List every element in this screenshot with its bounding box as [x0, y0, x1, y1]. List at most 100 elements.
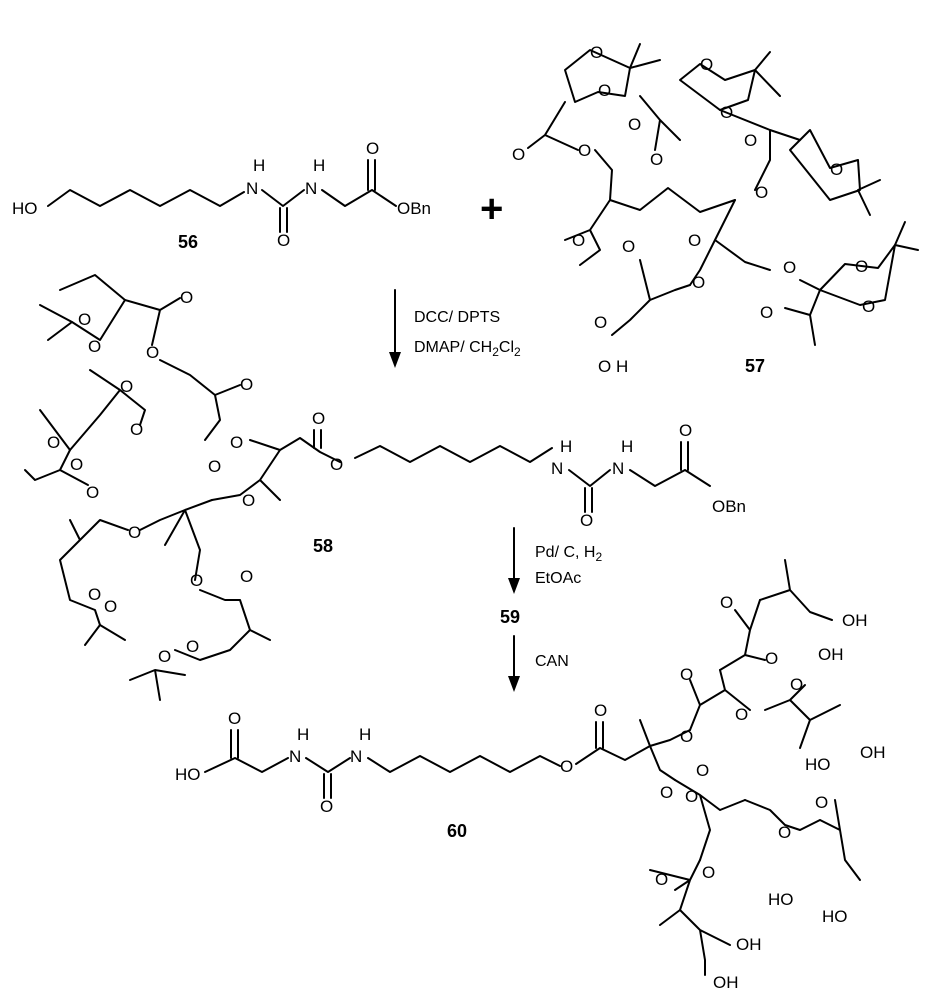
- svg-text:O: O: [572, 231, 585, 250]
- hydroxyl-label: HO: [12, 199, 38, 218]
- urea-h2-label: H: [313, 156, 325, 175]
- step1-reagent-line2: DMAP/ CH2Cl2: [414, 339, 521, 359]
- svg-text:N: N: [350, 747, 362, 766]
- svg-text:OH: OH: [713, 973, 739, 992]
- svg-text:O: O: [760, 303, 773, 322]
- compound-56-number: 56: [178, 232, 198, 252]
- svg-text:O: O: [146, 343, 159, 362]
- svg-text:H: H: [359, 725, 371, 744]
- svg-text:O: O: [47, 433, 60, 452]
- svg-text:O: O: [660, 783, 673, 802]
- svg-text:O: O: [765, 649, 778, 668]
- svg-text:OH: OH: [818, 645, 844, 664]
- urea-o-label: O: [277, 231, 290, 250]
- svg-text:O: O: [594, 701, 607, 720]
- step1-arrow: [389, 289, 401, 368]
- svg-text:O: O: [685, 787, 698, 806]
- svg-text:O: O: [702, 863, 715, 882]
- svg-text:O: O: [830, 160, 843, 179]
- svg-text:O: O: [735, 705, 748, 724]
- svg-text:OH: OH: [736, 935, 762, 954]
- svg-text:H: H: [621, 437, 633, 456]
- svg-text:O: O: [692, 273, 705, 292]
- svg-text:O: O: [242, 491, 255, 510]
- svg-text:O: O: [240, 567, 253, 586]
- linker-ester-o-label: O: [330, 455, 343, 474]
- svg-text:O: O: [104, 597, 117, 616]
- svg-text:O: O: [78, 310, 91, 329]
- svg-text:O: O: [680, 665, 693, 684]
- step1-reagent-line1: DCC/ DPTS: [414, 309, 500, 326]
- svg-text:O: O: [240, 375, 253, 394]
- svg-text:O: O: [88, 585, 101, 604]
- svg-text:HO: HO: [822, 907, 848, 926]
- svg-text:O: O: [120, 377, 133, 396]
- svg-text:HO: HO: [768, 890, 794, 909]
- step2-reagent-line2: EtOAc: [535, 570, 581, 587]
- acid60-label: HO: [175, 765, 201, 784]
- compound-60-structure: HO O N H O N H O O O O O O O O OH O OH H…: [175, 559, 886, 992]
- svg-text:O: O: [755, 183, 768, 202]
- compound-57-structure: O O O O O O O O O O O O O O O O O O O O …: [512, 43, 919, 376]
- svg-text:N: N: [289, 747, 301, 766]
- compound-60-number: 60: [447, 821, 467, 841]
- svg-text:O: O: [790, 675, 803, 694]
- svg-text:O: O: [86, 483, 99, 502]
- compound-56-structure: HO N H O N H O OBn 56: [12, 139, 431, 252]
- svg-text:O: O: [700, 55, 713, 74]
- svg-text:O: O: [512, 145, 525, 164]
- urea-n2-label: N: [305, 179, 317, 198]
- carbonyl-o-label: O: [366, 139, 379, 158]
- svg-text:O: O: [650, 150, 663, 169]
- plus-sign: +: [480, 187, 503, 231]
- svg-text:O: O: [628, 115, 641, 134]
- svg-text:O: O: [590, 43, 603, 62]
- svg-text:O: O: [855, 257, 868, 276]
- urea-n1-label: N: [246, 179, 258, 198]
- svg-text:O: O: [70, 455, 83, 474]
- step2-arrow: [508, 527, 520, 594]
- svg-text:O: O: [778, 823, 791, 842]
- benzyl-ester58-label: OBn: [712, 497, 746, 516]
- svg-text:O: O: [580, 511, 593, 530]
- step3-reagent: CAN: [535, 653, 569, 670]
- step3-arrow: [508, 635, 520, 692]
- svg-text:O: O: [655, 870, 668, 889]
- svg-text:O: O: [190, 571, 203, 590]
- svg-text:O: O: [228, 709, 241, 728]
- svg-text:O: O: [230, 433, 243, 452]
- acid-oh-label: O H: [598, 357, 628, 376]
- svg-text:O: O: [208, 457, 221, 476]
- svg-text:O: O: [130, 420, 143, 439]
- compound-58-number: 58: [313, 536, 333, 556]
- svg-text:O: O: [720, 593, 733, 612]
- svg-text:HO: HO: [805, 755, 831, 774]
- step2-reagent-line1: Pd/ C, H2: [535, 544, 602, 564]
- svg-text:O: O: [128, 523, 141, 542]
- urea58-n1-label: N: [551, 459, 563, 478]
- svg-text:O: O: [680, 727, 693, 746]
- svg-text:O: O: [598, 81, 611, 100]
- svg-text:O: O: [158, 647, 171, 666]
- svg-text:O: O: [688, 231, 701, 250]
- svg-text:O: O: [679, 421, 692, 440]
- svg-text:O: O: [320, 797, 333, 816]
- svg-text:O: O: [312, 409, 325, 428]
- svg-text:OH: OH: [842, 611, 868, 630]
- svg-text:O: O: [88, 337, 101, 356]
- svg-text:O: O: [744, 131, 757, 150]
- urea-h1-label: H: [253, 156, 265, 175]
- svg-text:O: O: [696, 761, 709, 780]
- svg-text:O: O: [815, 793, 828, 812]
- compound-57-number: 57: [745, 356, 765, 376]
- svg-text:OH: OH: [860, 743, 886, 762]
- benzyl-ester-label: OBn: [397, 199, 431, 218]
- svg-text:O: O: [622, 237, 635, 256]
- svg-text:O: O: [594, 313, 607, 332]
- svg-text:O: O: [578, 141, 591, 160]
- svg-text:O: O: [862, 297, 875, 316]
- svg-text:H: H: [560, 437, 572, 456]
- compound-58-structure: O O O O O O O O O O O O N H O N H O OBn …: [24, 274, 746, 701]
- compound-59-number: 59: [500, 607, 520, 627]
